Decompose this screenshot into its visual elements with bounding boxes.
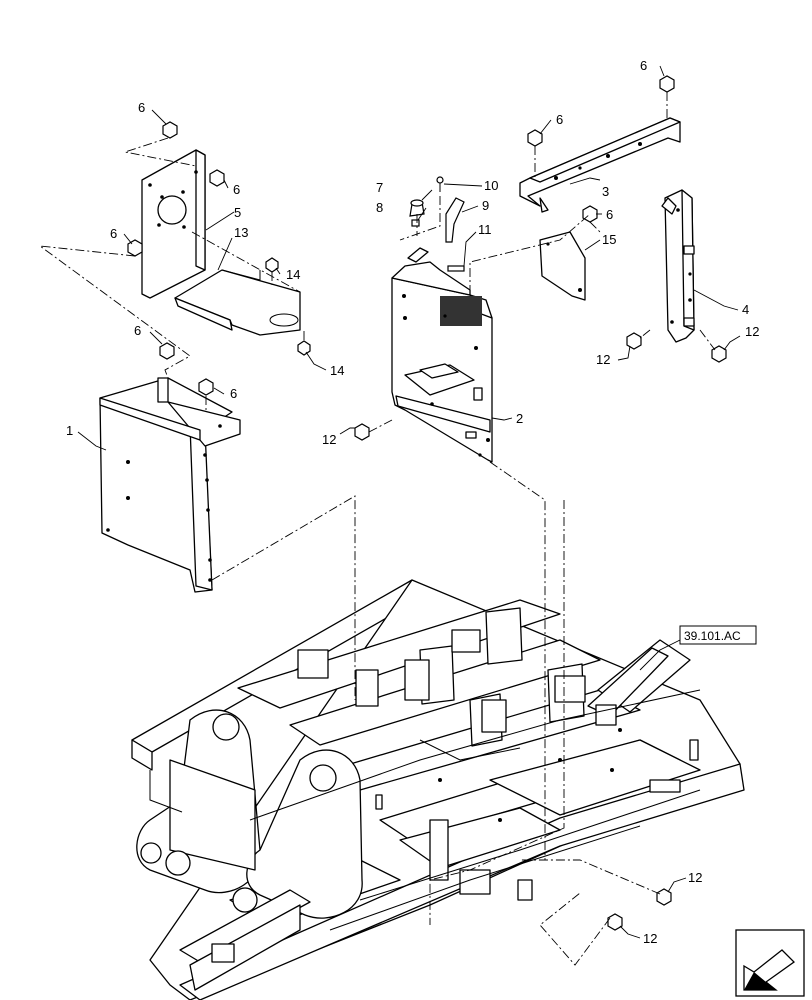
callout-12: 12 xyxy=(322,432,336,447)
callout-6: 6 xyxy=(233,182,240,197)
small-components xyxy=(409,176,465,272)
callout-13: 13 xyxy=(234,225,248,240)
callout-3: 3 xyxy=(602,184,609,199)
fasteners xyxy=(127,75,727,931)
part-2-center-panel xyxy=(391,247,493,463)
callout-12: 12 xyxy=(688,870,702,885)
part-13-tray-plate xyxy=(174,269,301,336)
callout-6: 6 xyxy=(110,226,117,241)
callout-7: 7 xyxy=(376,180,383,195)
callout-9: 9 xyxy=(482,198,489,213)
part-1-side-panel xyxy=(99,377,241,593)
callout-2: 2 xyxy=(516,411,523,426)
callout-11: 11 xyxy=(478,222,492,237)
direction-arrow-icon[interactable] xyxy=(735,929,805,997)
callout-5: 5 xyxy=(234,205,241,220)
callout-6: 6 xyxy=(230,386,237,401)
callout-4: 4 xyxy=(742,302,749,317)
callout-6: 6 xyxy=(606,207,613,222)
callout-6: 6 xyxy=(640,58,647,73)
callout-12: 12 xyxy=(596,352,610,367)
reference-box-label[interactable]: 39.101.AC xyxy=(684,629,741,643)
callout-6: 6 xyxy=(134,323,141,338)
callout-14: 14 xyxy=(330,363,344,378)
part-4-vertical-bracket xyxy=(661,189,695,343)
callout-6: 6 xyxy=(556,112,563,127)
part-15-small-plate xyxy=(539,231,586,301)
callout-6: 6 xyxy=(138,100,145,115)
callout-14: 14 xyxy=(286,267,300,282)
callout-12: 12 xyxy=(745,324,759,339)
part-3-top-bar xyxy=(519,117,681,213)
callout-15: 15 xyxy=(602,232,616,247)
callout-labels: 6 6 6 6 6 6 6 6 5 13 1 14 14 7 8 10 9 11… xyxy=(66,58,759,946)
leader-lines xyxy=(77,65,741,939)
assembly-lines xyxy=(38,92,716,966)
reference-box[interactable]: 39.101.AC xyxy=(679,625,757,645)
callout-12: 12 xyxy=(643,931,657,946)
callout-10: 10 xyxy=(484,178,498,193)
callout-8: 8 xyxy=(376,200,383,215)
part-5-bracket-plate xyxy=(141,149,206,299)
callout-1: 1 xyxy=(66,423,73,438)
chassis-frame xyxy=(131,579,745,1000)
